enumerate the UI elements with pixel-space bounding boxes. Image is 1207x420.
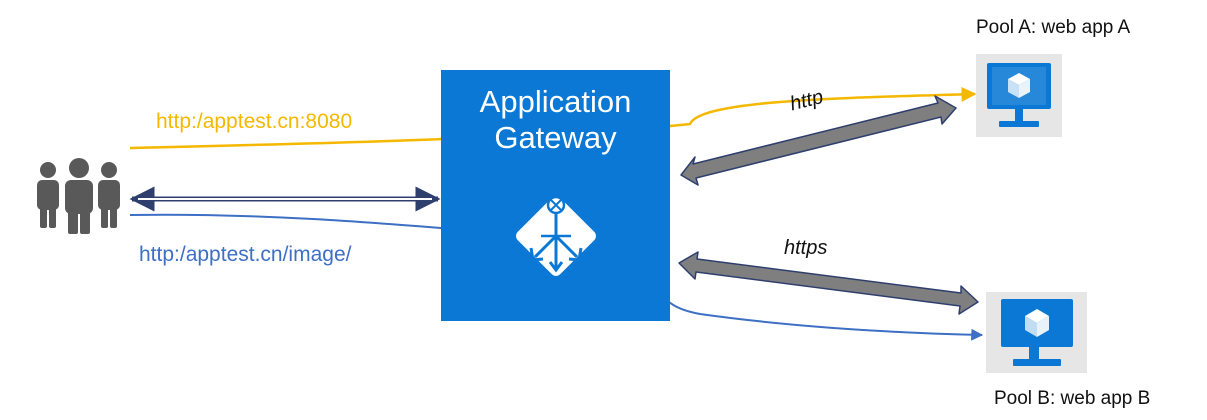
gateway-pool-a-arrow (680, 95, 957, 186)
application-gateway-icon (516, 195, 596, 276)
port-url-label: http:/apptest.cn:8080 (156, 110, 353, 133)
gateway-title: Application Gateway (441, 84, 670, 155)
https-label: https (784, 237, 828, 259)
application-gateway: Application Gateway (441, 70, 670, 321)
pool-a-label: Pool A: web app A (976, 17, 1131, 38)
pool-a-server (976, 54, 1062, 137)
path-url-label: http:/apptest.cn/image/ (139, 243, 352, 266)
gateway-pool-b-arrow (678, 251, 979, 315)
gateway-title-line1: Application (479, 84, 632, 119)
vm-monitor-icon (1001, 299, 1073, 366)
pool-b-label: Pool B: web app B (994, 388, 1151, 409)
users-group-icon (37, 158, 120, 234)
gateway-title-line2: Gateway (494, 119, 617, 155)
vm-monitor-icon (987, 63, 1051, 127)
pool-b-server (986, 292, 1087, 373)
